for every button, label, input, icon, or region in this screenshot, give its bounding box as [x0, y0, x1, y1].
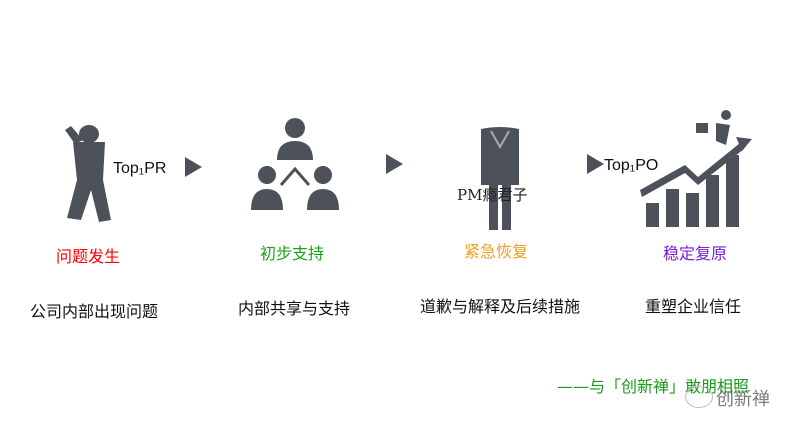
watermark: 创新禅: [716, 389, 770, 410]
stressed-man-icon: [65, 125, 111, 222]
wechat-icon: [685, 386, 713, 408]
pm-caption: PM瘾君子: [457, 186, 528, 204]
growth-chart-icon: [640, 110, 752, 227]
top1po-label: Top₁PO: [604, 157, 659, 174]
step-desc-2: 内部共享与支持: [238, 299, 351, 318]
step-title-1: 问题发生: [56, 247, 121, 266]
step-desc-3: 道歉与解释及后续措施: [420, 297, 581, 316]
step-desc-4: 重塑企业信任: [645, 297, 742, 316]
arrow-right-icon: [386, 154, 403, 174]
suit-icon: [481, 127, 519, 230]
top1pr-label: Top₁PR: [113, 160, 167, 177]
step-title-4: 稳定复原: [663, 244, 728, 263]
arrow-right-icon: [185, 157, 202, 177]
team-icon: [251, 118, 339, 210]
step-title-3: 紧急恢复: [464, 242, 529, 261]
arrow-right-icon: [587, 154, 604, 174]
step-desc-1: 公司内部出现问题: [30, 302, 159, 321]
step-title-2: 初步支持: [260, 244, 325, 263]
